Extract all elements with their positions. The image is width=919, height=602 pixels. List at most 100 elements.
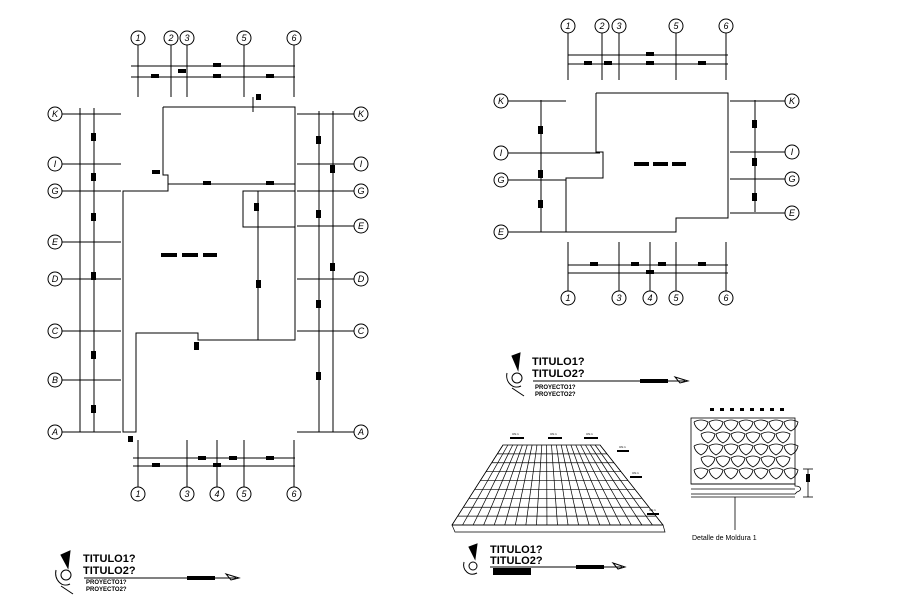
roof-rafter bbox=[570, 444, 601, 526]
roof-annotation: UN.1 bbox=[586, 432, 593, 436]
plan1-axis-bottom bbox=[130, 440, 302, 502]
axis-label: 3 bbox=[184, 33, 189, 43]
axis-label: G bbox=[497, 175, 504, 185]
roof-tile bbox=[775, 431, 791, 444]
plan1-axis-left bbox=[47, 106, 121, 440]
axis-label: D bbox=[358, 274, 365, 284]
axis-label: I bbox=[791, 147, 794, 157]
axis-label: 1 bbox=[565, 21, 570, 31]
roof-tile bbox=[753, 419, 769, 432]
roof-tile bbox=[700, 431, 716, 444]
roof-rafter bbox=[483, 444, 518, 526]
roof-tile bbox=[730, 431, 746, 444]
detail-caption: Detalle de Moldura 1 bbox=[692, 535, 757, 542]
roof-annotation: UN.1 bbox=[619, 445, 626, 449]
axis-label: 4 bbox=[647, 293, 652, 303]
project-line-2: PROYECTO2? bbox=[535, 392, 576, 398]
roof-rafter bbox=[580, 444, 622, 526]
roof-tile bbox=[738, 443, 754, 456]
roof-tile bbox=[745, 431, 761, 444]
compass-icon bbox=[55, 550, 74, 595]
axis-label: 3 bbox=[184, 489, 189, 499]
roof-annotation: UN.1 bbox=[632, 471, 639, 475]
roof-rafter bbox=[585, 444, 632, 526]
axis-label: G bbox=[788, 174, 795, 184]
project-line-1: PROYECTO1? bbox=[86, 580, 127, 586]
title-block-plan1: TITULO1? TITULO2? PROYECTO1? PROYECTO2? bbox=[55, 550, 241, 595]
floor-plan-2 bbox=[538, 52, 757, 274]
roof-tile bbox=[715, 431, 731, 444]
axis-label: 3 bbox=[616, 21, 621, 31]
roof-annotation: UN.1 bbox=[649, 508, 656, 512]
plan1-axis-top bbox=[130, 30, 302, 97]
axis-label: 6 bbox=[723, 293, 728, 303]
axis-label: 1 bbox=[135, 489, 140, 499]
roof-annotation: UN.1 bbox=[512, 432, 519, 436]
axis-label: 3 bbox=[616, 293, 621, 303]
roof-tile bbox=[693, 443, 709, 456]
roof-rafter bbox=[514, 444, 533, 526]
axis-label: 2 bbox=[167, 33, 173, 43]
roof-tile bbox=[760, 431, 776, 444]
axis-label: B bbox=[52, 375, 58, 385]
axis-label: K bbox=[52, 109, 59, 119]
axis-label: 5 bbox=[673, 293, 679, 303]
axis-label: A bbox=[357, 427, 364, 437]
axis-label: 5 bbox=[241, 489, 247, 499]
axis-label: G bbox=[51, 186, 58, 196]
roof-rafter bbox=[462, 444, 509, 526]
roof-tile bbox=[730, 455, 746, 468]
axis-label: 6 bbox=[291, 489, 296, 499]
axis-label: A bbox=[51, 427, 58, 437]
roof-rafter bbox=[556, 444, 569, 526]
roof-tile bbox=[693, 419, 709, 432]
roof-rafter bbox=[590, 444, 643, 526]
plan2-axis-labels: 1 2 3 5 6 1 3 4 5 6 K I G E K I G E bbox=[497, 21, 796, 303]
roof-perspective-detail: UN.1 UN.1 UN.1 UN.1 UN.1 UN.1 bbox=[451, 432, 666, 533]
axis-label: D bbox=[52, 274, 59, 284]
roof-tile bbox=[708, 467, 724, 480]
roof-tile bbox=[708, 443, 724, 456]
plan2-axis-right bbox=[730, 93, 800, 221]
roof-tile bbox=[738, 419, 754, 432]
roof-rafter bbox=[565, 444, 590, 526]
title-block-plan2: TITULO1? TITULO2? PROYECTO1? PROYECTO2? bbox=[506, 352, 690, 398]
axis-label: K bbox=[498, 96, 505, 106]
axis-label: E bbox=[789, 208, 796, 218]
roof-tile bbox=[723, 443, 739, 456]
axis-label: 6 bbox=[291, 33, 296, 43]
axis-label: 1 bbox=[565, 293, 570, 303]
axis-label: 1 bbox=[135, 33, 140, 43]
roof-tile bbox=[768, 419, 784, 432]
roof-rafter bbox=[575, 444, 611, 526]
axis-label: G bbox=[357, 186, 364, 196]
plan1-axis-labels: 1 2 3 5 6 1 3 4 5 6 K I G E D C B A K I … bbox=[51, 33, 365, 499]
roof-tile bbox=[783, 467, 799, 480]
roof-tile bbox=[723, 419, 739, 432]
roof-annotation: UN.1 bbox=[550, 432, 557, 436]
roof-tile bbox=[700, 455, 716, 468]
roof-tile bbox=[783, 419, 799, 432]
title-line-1: TITULO1? bbox=[532, 356, 585, 368]
title-line-1: TITULO1? bbox=[490, 544, 543, 556]
plan1-outline bbox=[122, 106, 296, 433]
axis-label: C bbox=[358, 326, 365, 336]
plan2-axis-top bbox=[560, 18, 734, 80]
roof-tile bbox=[768, 443, 784, 456]
compass-icon bbox=[463, 543, 478, 575]
axis-label: E bbox=[52, 237, 59, 247]
roof-tile bbox=[745, 455, 761, 468]
axis-label: I bbox=[500, 148, 503, 158]
project-line-1: PROYECTO1? bbox=[535, 385, 576, 391]
project-line-2: PROYECTO2? bbox=[86, 587, 127, 593]
roof-rafter bbox=[560, 444, 579, 526]
roof-rafter bbox=[536, 444, 543, 526]
roof-tile bbox=[708, 419, 724, 432]
axis-label: K bbox=[789, 96, 796, 106]
title-line-1: TITULO1? bbox=[83, 553, 136, 565]
roof-rafter bbox=[594, 444, 653, 526]
axis-label: E bbox=[358, 221, 365, 231]
roof-rafter bbox=[493, 444, 523, 526]
title-line-2: TITULO2? bbox=[532, 368, 585, 380]
